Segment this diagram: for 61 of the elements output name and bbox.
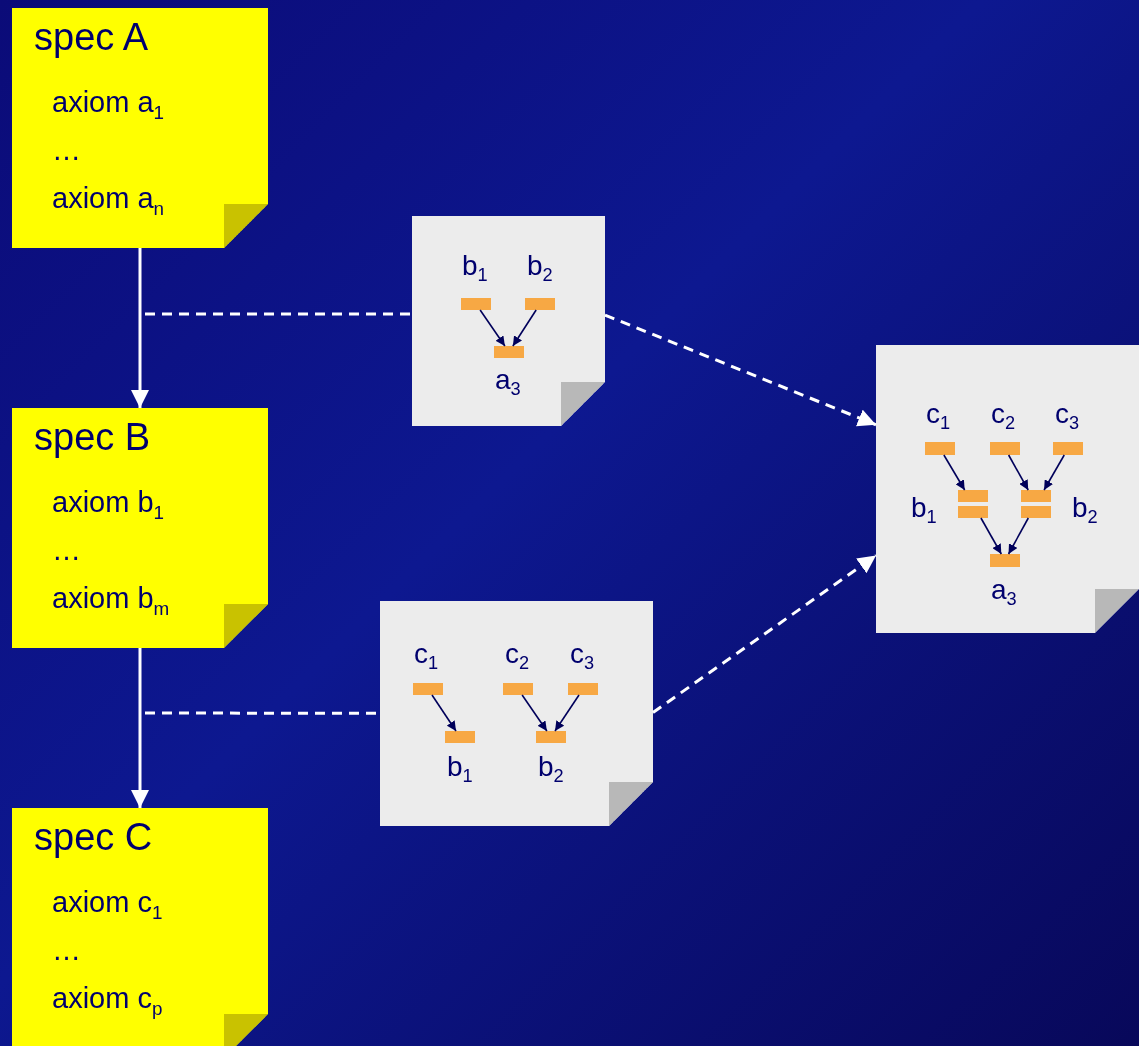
arrow [1007,454,1029,491]
arrow [943,454,966,491]
bar-label: c$_{2}$ [505,640,530,673]
note-text: axiom a$_{1}$ [52,88,165,123]
note-text: axiom b$_{1}$ [52,488,165,523]
arrow [1007,517,1030,555]
bar [445,731,475,743]
note-card [412,216,605,426]
arrow [131,248,149,408]
bar-label: c$_{1}$ [414,640,439,673]
double-bar [958,490,988,518]
arrow [479,309,506,347]
bar [525,298,555,310]
bar-label: a$_{3}$ [991,576,1017,609]
arrow [431,694,457,732]
double-bar [1021,490,1051,518]
note-text: axiom b$_{m}$ [52,584,170,619]
note-heading: spec A [34,18,149,56]
note-card [380,601,653,826]
bar-label: b$_{1}$ [462,252,488,285]
bar-label: c$_{2}$ [991,400,1016,433]
bar-label: a$_{3}$ [495,366,521,399]
bar [494,346,524,358]
bar [568,683,598,695]
note-card [876,345,1139,633]
bar [461,298,491,310]
bar-label: b$_{1}$ [447,753,473,786]
dashed-line [145,312,412,316]
bar-label: b$_{1}$ [911,494,937,527]
note-heading: spec B [34,418,151,456]
bar [990,554,1020,567]
note-heading: spec C [34,818,153,856]
bar [990,442,1020,455]
note-text: axiom c$_{1}$ [52,888,163,923]
spec-note [12,408,268,648]
bar-label: b$_{2}$ [1072,494,1098,527]
bar-label: c$_{3}$ [1055,400,1080,433]
arrow [512,309,537,347]
spec-note [12,8,268,248]
dashed-arrow [604,313,877,427]
bar-label: b$_{2}$ [527,252,553,285]
note-text: … [52,536,81,565]
bar [503,683,533,695]
arrow [131,648,149,808]
note-text: … [52,936,81,965]
dashed-arrow [652,554,877,714]
bar-label: c$_{1}$ [926,400,951,433]
spec-note [12,808,268,1046]
bar [536,731,566,743]
arrow [554,694,580,732]
arrow [980,517,1003,555]
note-text: … [52,136,81,165]
bar [413,683,443,695]
bar [1053,442,1083,455]
bar-label: c$_{3}$ [570,640,595,673]
bar [925,442,955,455]
arrow [1043,454,1066,491]
note-text: axiom a$_{n}$ [52,184,165,219]
bar-label: b$_{2}$ [538,753,564,786]
note-text: axiom c$_{p}$ [52,984,163,1019]
arrow [521,694,548,732]
